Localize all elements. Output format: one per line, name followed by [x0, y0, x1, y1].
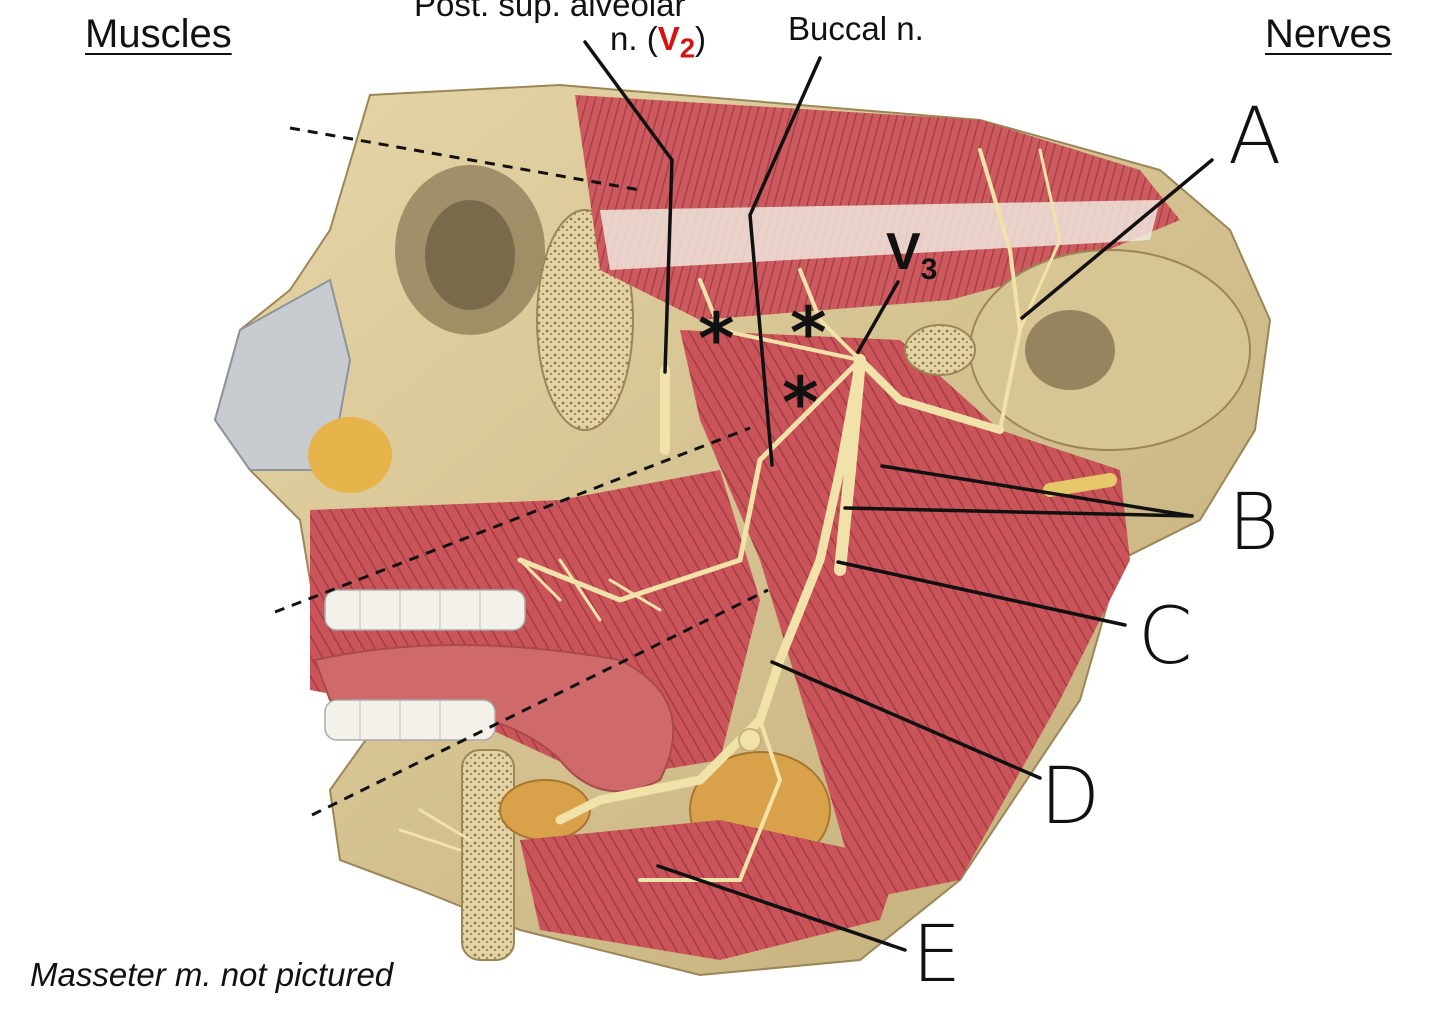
upper-teeth [324, 589, 526, 631]
v3-subscript: 3 [920, 253, 938, 286]
mandible-section [461, 749, 515, 961]
suprahyoid-muscles [520, 820, 900, 960]
muscle-dashed-lines [274, 126, 769, 817]
leader-v3 [856, 280, 900, 354]
pterygoid-muscles [680, 330, 1130, 900]
lower-teeth [324, 699, 496, 741]
label-B: B [1228, 478, 1280, 568]
v2-label: V2 [657, 20, 695, 64]
v2-suffix: ) [695, 20, 706, 57]
label-A: A [1228, 92, 1282, 182]
footnote: Masseter m. not pictured [30, 956, 394, 993]
buccal-nerve-label: Buccal n. [788, 10, 924, 47]
star-marker-2: * [790, 292, 827, 374]
leader-D [770, 660, 1042, 780]
leader-A [1020, 158, 1214, 320]
submandibular-ganglion [738, 728, 762, 752]
leader-lines [583, 40, 1214, 952]
post-sup-alveolar-label: Post. sup. alveolar n. (V2) [414, 0, 706, 66]
post-sup-alveolar-line1: Post. sup. alveolar [414, 0, 686, 23]
star-marker-1: * [698, 298, 735, 380]
v2-prefix: n. ( [610, 20, 658, 57]
muscles-header: Muscles [85, 12, 232, 56]
star-marker-3: * [782, 362, 819, 444]
leader-E [656, 864, 907, 952]
leader-C [836, 560, 1127, 627]
label-C: C [1138, 592, 1193, 682]
v2-letter: V [657, 20, 680, 57]
leader-B-lower [843, 506, 1194, 518]
leader-buccal [748, 56, 822, 467]
label-D: D [1040, 752, 1101, 842]
nasal-fat [308, 417, 392, 493]
v2-subscript: 2 [679, 32, 695, 64]
label-E: E [912, 910, 962, 1000]
v3-label: V3 [886, 222, 937, 287]
nerves-header: Nerves [1265, 12, 1392, 56]
post-sup-alveolar-line2: n. (V2) [414, 22, 706, 66]
leader-post-sup-alveolar [583, 40, 674, 374]
v3-letter: V [886, 223, 921, 281]
leader-B-upper [880, 464, 1194, 518]
nerve-branches [398, 148, 1117, 882]
condyle-section [904, 324, 976, 376]
